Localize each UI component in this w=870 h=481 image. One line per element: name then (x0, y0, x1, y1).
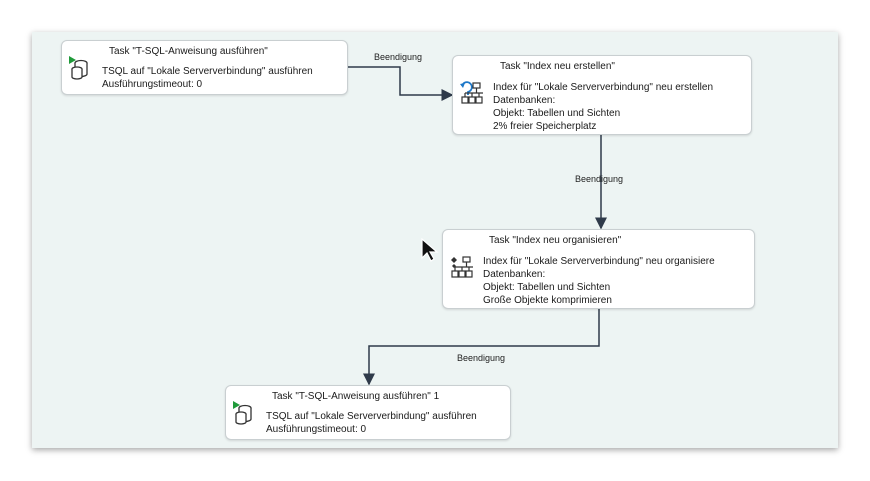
task-detail-line: Objekt: Tabellen und Sichten (483, 282, 611, 293)
tsql-task-icon (67, 54, 91, 85)
task-title: Task "T-SQL-Anweisung ausführen" (109, 46, 268, 57)
task-detail-line: Datenbanken: (483, 269, 546, 280)
edge-label-2[interactable]: Beendigung (575, 174, 624, 184)
connector-1[interactable] (348, 66, 454, 101)
edge-label-3[interactable]: Beendigung (457, 353, 506, 363)
task-detail-line: 2% freier Speicherplatz (493, 121, 597, 132)
task-reorganize-index[interactable]: Task "Index neu organisieren" Index für … (442, 229, 755, 309)
task-title: Task "Index neu erstellen" (500, 61, 615, 72)
task-detail-line: Index für "Lokale Serververbindung" neu … (483, 256, 715, 267)
task-tsql-2[interactable]: Task "T-SQL-Anweisung ausführen" 1 TSQL … (225, 385, 511, 440)
task-detail-line: Index für "Lokale Serververbindung" neu … (493, 82, 714, 93)
task-detail-line: Datenbanken: (493, 95, 556, 106)
task-rebuild-index[interactable]: Task "Index neu erstellen" Index für "Lo… (452, 55, 752, 135)
task-tsql-1[interactable]: Task "T-SQL-Anweisung ausführen" TSQL au… (61, 40, 348, 95)
task-detail-line: Große Objekte komprimieren (483, 295, 612, 306)
task-detail-line: Ausführungstimeout: 0 (102, 79, 203, 90)
task-detail-line: Ausführungstimeout: 0 (266, 424, 367, 435)
task-title: Task "Index neu organisieren" (489, 235, 622, 246)
task-title: Task "T-SQL-Anweisung ausführen" 1 (272, 391, 440, 402)
rebuild-index-icon (459, 80, 485, 113)
task-detail-line: Objekt: Tabellen und Sichten (493, 108, 621, 119)
edge-label-1[interactable]: Beendigung (374, 52, 423, 62)
reorganize-index-icon (449, 254, 475, 287)
connector-3[interactable] (363, 309, 600, 386)
task-detail-line: TSQL auf "Lokale Serververbindung" ausfü… (266, 411, 477, 422)
task-detail-line: TSQL auf "Lokale Serververbindung" ausfü… (102, 66, 313, 77)
mouse-cursor-icon (420, 237, 440, 269)
tsql-task-icon (231, 399, 255, 430)
